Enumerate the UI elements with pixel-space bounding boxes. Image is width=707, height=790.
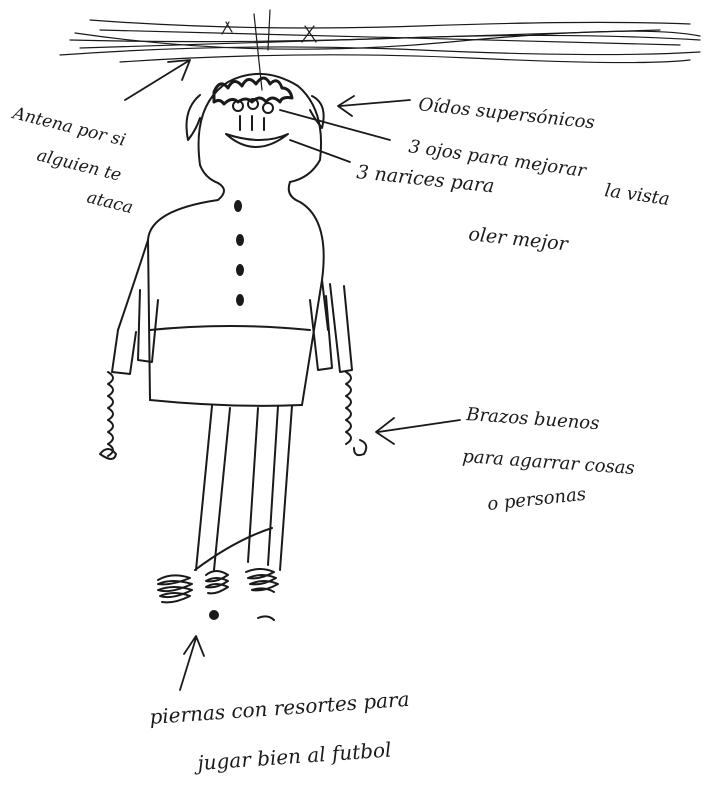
ears-note: Oídos supersónicos: [417, 94, 595, 133]
antenna-note-line-3: ataca: [85, 187, 135, 218]
legs-note-line-2: jugar bien al futbol: [193, 737, 392, 775]
noses-note-line-2: oler mejor: [467, 223, 570, 255]
antenna-scribble: [60, 10, 700, 90]
robot-head: [187, 74, 324, 183]
arms-arrow: [376, 418, 460, 444]
noses-note-line-1: 3 narices para: [355, 161, 495, 197]
legs-arrow: [180, 636, 204, 690]
eyes-arrow: [280, 110, 390, 140]
antenna-arrow: [125, 60, 190, 100]
arms-note-line-2: para agarrar cosas: [462, 446, 636, 479]
antenna-note-line-1: Antena por si: [9, 103, 128, 151]
robot-legs: [158, 406, 292, 620]
robot-arms: [100, 284, 366, 459]
robot-body: [118, 182, 328, 406]
legs-note-line-1: piernas con resortes para: [149, 687, 411, 729]
ears-arrow: [338, 96, 410, 116]
arms-note-line-1: Brazos buenos: [465, 404, 600, 434]
arms-note-line-3: o personas: [486, 484, 587, 515]
eyes-note-line-2: la vista: [603, 180, 671, 210]
antenna-note: Antena por si alguien te ataca: [9, 103, 135, 218]
legs-note: piernas con resortes para jugar bien al …: [149, 687, 411, 775]
antenna-note-line-2: alguien te: [35, 145, 123, 185]
arms-note: Brazos buenos para agarrar cosas o perso…: [462, 404, 636, 515]
